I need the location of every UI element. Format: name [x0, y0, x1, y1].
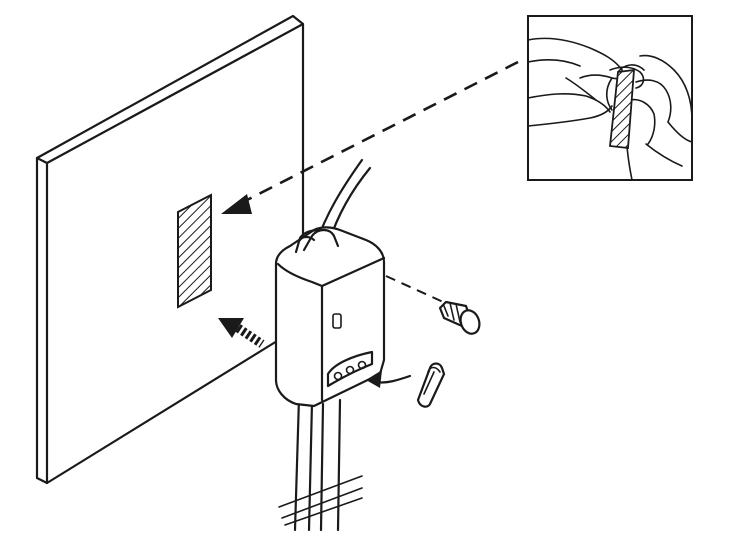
push-arrow-icon — [218, 318, 265, 348]
screw-icon — [438, 300, 481, 335]
adhesive-tape-icon — [177, 193, 212, 309]
cable-bundle — [278, 396, 363, 532]
status-led — [332, 313, 342, 329]
clip-insert-arrow — [366, 370, 412, 388]
clip-icon — [416, 362, 446, 408]
tape-strip-icon — [609, 68, 635, 149]
wall-panel — [35, 14, 305, 485]
tape-placement-arrow — [221, 60, 519, 214]
inset-detail — [527, 15, 693, 181]
controller-box — [274, 226, 386, 408]
